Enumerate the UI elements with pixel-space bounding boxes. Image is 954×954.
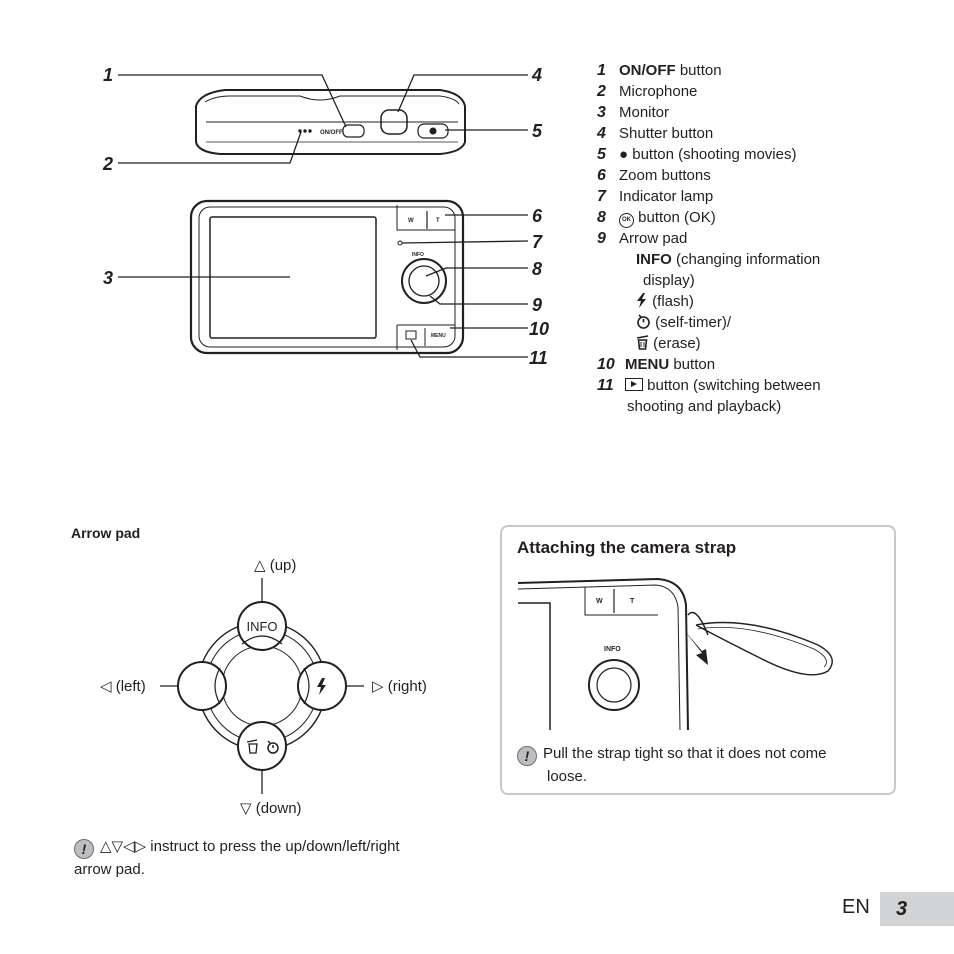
zoom-w-label: W <box>408 218 414 224</box>
callout-1: 1 <box>103 65 113 85</box>
parts-subitem: INFO (changing information <box>636 251 821 268</box>
arrow-pad-flash-icon <box>317 678 326 695</box>
arrow-pad-timer-icon <box>267 740 279 754</box>
callout-11: 11 <box>529 348 548 368</box>
camera-diagram: ON/OFF W T INFO MENU 1 2 3 4 5 6 <box>102 65 549 368</box>
info-label: INFO <box>412 252 424 258</box>
arrow-pad-note-line2: arrow pad. <box>74 861 145 878</box>
zoom-t-label: T <box>436 218 440 224</box>
strap-zoom-w-label: W <box>596 598 603 605</box>
strap-note: !Pull the strap tight so that it does no… <box>517 743 877 787</box>
arrow-right-label: ▷ (right) <box>372 678 427 695</box>
caution-icon: ! <box>517 746 537 766</box>
strap-arrow-icon <box>684 630 708 665</box>
self-timer-icon <box>637 314 650 329</box>
strap-zoom-t-label: T <box>630 598 635 605</box>
leader-lines <box>118 74 529 358</box>
callout-2: 2 <box>102 154 113 174</box>
arrow-up-label: △ (up) <box>254 557 296 574</box>
parts-item: 5● button (shooting movies) <box>597 146 797 163</box>
callout-5: 5 <box>532 121 543 141</box>
camera-top-view <box>195 89 466 155</box>
strap-note-line2: loose. <box>547 768 588 785</box>
strap-title: Attaching the camera strap <box>517 538 737 557</box>
strap-info-box: Attaching the camera strap W T INFO !Pul… <box>500 525 896 795</box>
caution-icon: ! <box>74 839 94 859</box>
playback-icon <box>625 378 643 391</box>
parts-subitem: (erase) <box>597 333 897 354</box>
arrow-pad-title: Arrow pad <box>71 525 141 541</box>
arrow-pad-note: !△▽◁▷ instruct to press the up/down/left… <box>74 836 494 880</box>
callout-3: 3 <box>103 268 113 288</box>
onoff-label: ON/OFF <box>320 130 343 136</box>
parts-item-continued: shooting and playback) <box>627 398 782 415</box>
menu-label: MENU <box>431 333 446 339</box>
arrow-pad-info-label: INFO <box>246 619 277 634</box>
ok-button-icon: OK <box>619 213 634 228</box>
callout-7: 7 <box>532 232 543 252</box>
parts-item: 11 button (switching between <box>597 377 821 394</box>
arrow-pad-diagram: INFO △ (up) ▽ (down) ◁ (left) ▷ (right) <box>100 557 427 817</box>
callout-9: 9 <box>532 295 542 315</box>
strap-info-label: INFO <box>604 646 621 653</box>
arrow-down-label: ▽ (down) <box>240 800 302 817</box>
strap-illustration: W T INFO <box>518 577 833 731</box>
trash-icon <box>636 335 649 350</box>
callout-4: 4 <box>531 65 542 85</box>
flash-icon <box>637 293 646 308</box>
arrow-pad-trash-icon <box>246 739 258 754</box>
parts-subitem: (flash) <box>597 291 897 312</box>
callout-6: 6 <box>532 206 543 226</box>
callout-10: 10 <box>529 319 549 339</box>
arrow-left-label: ◁ (left) <box>100 678 146 695</box>
parts-subitem: display) <box>643 272 695 289</box>
page-number: 3 <box>880 892 954 926</box>
parts-subitem: (self-timer)/ <box>597 312 897 333</box>
callout-8: 8 <box>532 259 542 279</box>
language-label: EN <box>842 896 870 918</box>
